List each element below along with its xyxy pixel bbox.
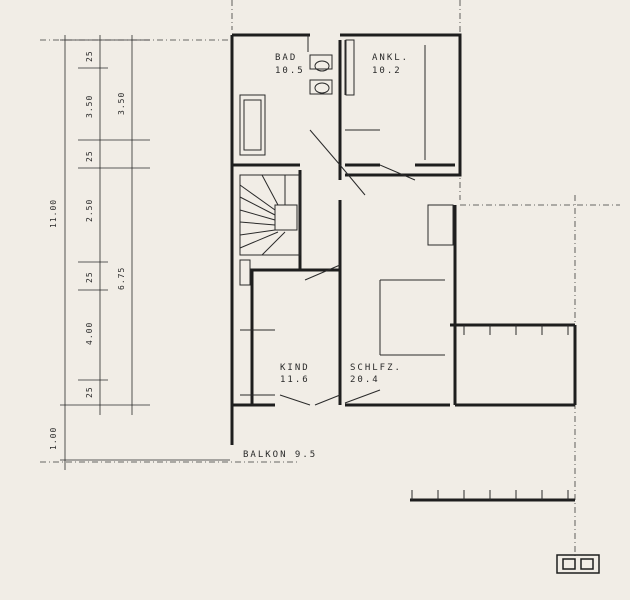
- dim-seg: 4.00: [85, 322, 94, 345]
- dim-seg-right: 3.50: [117, 92, 126, 115]
- staircase: [239, 174, 301, 256]
- room-bad-name: BAD: [275, 53, 297, 63]
- dim-seg: 25: [85, 50, 94, 62]
- door-swings: [279, 129, 416, 406]
- room-balkon-label: BALKON 9.5: [243, 450, 317, 460]
- dim-outer-left: 11.00: [49, 199, 58, 228]
- room-kind-name: KIND: [280, 363, 310, 373]
- dim-seg: 25: [85, 386, 94, 398]
- room-schlfz-area: 20.4: [350, 375, 380, 385]
- room-ankl-area: 10.2: [372, 66, 402, 76]
- room-schlfz-name: SCHLFZ.: [350, 363, 402, 373]
- room-kind-area: 11.6: [280, 375, 310, 385]
- bathroom-fixtures: [239, 54, 333, 156]
- windows: [239, 45, 454, 396]
- dim-seg: 2.50: [85, 199, 94, 222]
- dim-outer-bottom: 1.00: [49, 427, 58, 450]
- interior-walls: [232, 35, 455, 405]
- exterior-walls: [230, 33, 577, 445]
- room-bad-area: 10.5: [275, 66, 305, 76]
- stair-symbol-icon: [556, 554, 600, 574]
- room-ankl-name: ANKL.: [372, 53, 409, 63]
- dim-seg: 25: [85, 150, 94, 162]
- dim-seg: 3.50: [85, 95, 94, 118]
- dimension-chain: [60, 35, 230, 470]
- dim-seg: 25: [85, 271, 94, 283]
- dim-seg-right: 6.75: [117, 267, 126, 290]
- railing: [410, 325, 575, 502]
